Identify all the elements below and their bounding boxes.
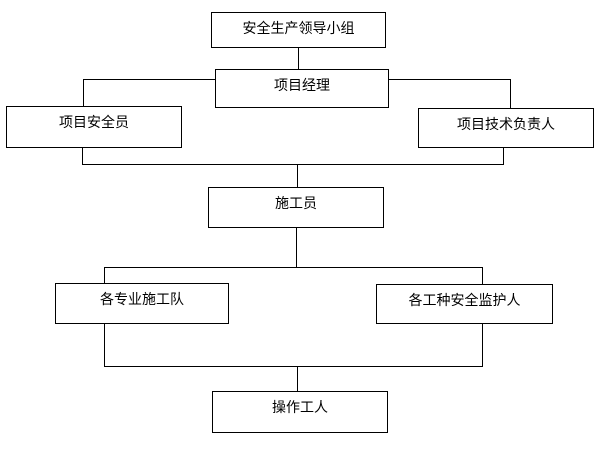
node-operating-workers: 操作工人 — [212, 391, 388, 433]
node-label: 项目技术负责人 — [457, 116, 555, 132]
node-label: 施工员 — [275, 195, 317, 211]
node-label: 各专业施工队 — [100, 291, 184, 307]
connector-segment — [503, 148, 504, 165]
connector-segment — [104, 324, 105, 366]
connector-segment — [482, 324, 483, 366]
connector-segment — [104, 267, 483, 268]
connector-segment — [482, 268, 483, 284]
node-label: 项目经理 — [274, 77, 330, 93]
node-trade-safety-guardians: 各工种安全监护人 — [376, 284, 553, 324]
node-project-technical-director: 项目技术负责人 — [418, 108, 594, 148]
connector-segment — [82, 148, 83, 165]
node-professional-construction-teams: 各专业施工队 — [55, 283, 229, 324]
node-safety-production-leadership-group: 安全生产领导小组 — [211, 12, 386, 48]
connector-segment — [83, 79, 84, 107]
connector-segment — [296, 228, 297, 267]
connector-segment — [298, 48, 299, 69]
node-label: 各工种安全监护人 — [408, 292, 521, 308]
node-label: 操作工人 — [272, 399, 328, 415]
node-project-manager: 项目经理 — [215, 69, 389, 108]
connector-segment — [510, 79, 511, 108]
node-label: 项目安全员 — [59, 114, 129, 130]
connector-segment — [104, 268, 105, 283]
connector-segment — [388, 79, 510, 80]
node-project-safety-officer: 项目安全员 — [6, 106, 182, 148]
node-construction-supervisor: 施工员 — [208, 187, 384, 228]
connector-segment — [104, 366, 483, 367]
connector-segment — [297, 165, 298, 187]
connector-segment — [82, 164, 504, 165]
node-label: 安全生产领导小组 — [242, 20, 355, 36]
connector-segment — [297, 367, 298, 391]
connector-segment — [83, 79, 216, 80]
